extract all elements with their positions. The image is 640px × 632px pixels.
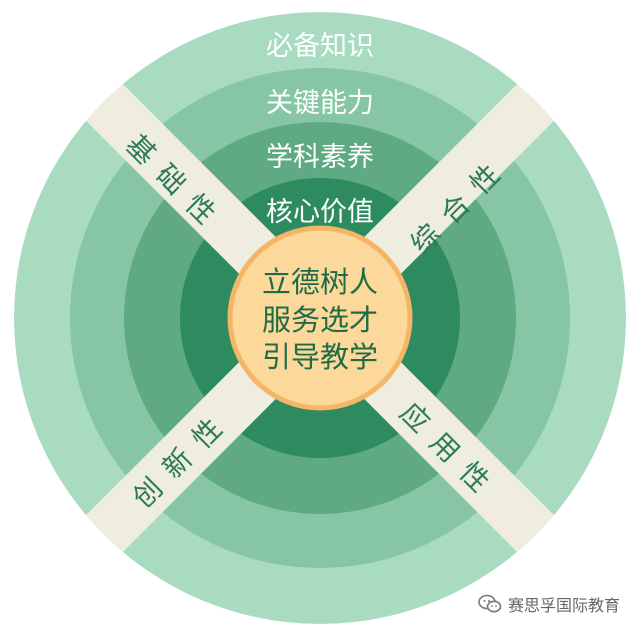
wechat-icon xyxy=(478,594,502,613)
center-line-3: 引导教学 xyxy=(262,340,378,374)
watermark-text: 赛思孚国际教育 xyxy=(508,596,621,615)
center-disc xyxy=(230,228,410,408)
ring-label-ability: 关键能力 xyxy=(266,88,374,119)
watermark: 赛思孚国际教育 xyxy=(478,590,620,618)
ring-label-knowledge: 必备知识 xyxy=(266,31,374,62)
ring-label-literacy: 学科素养 xyxy=(266,142,374,173)
center-disc-border xyxy=(227,225,413,411)
center-line-2: 服务选才 xyxy=(262,303,378,337)
center-line-1: 立德树人 xyxy=(262,265,378,299)
ring-label-values: 核心价值 xyxy=(266,197,374,228)
